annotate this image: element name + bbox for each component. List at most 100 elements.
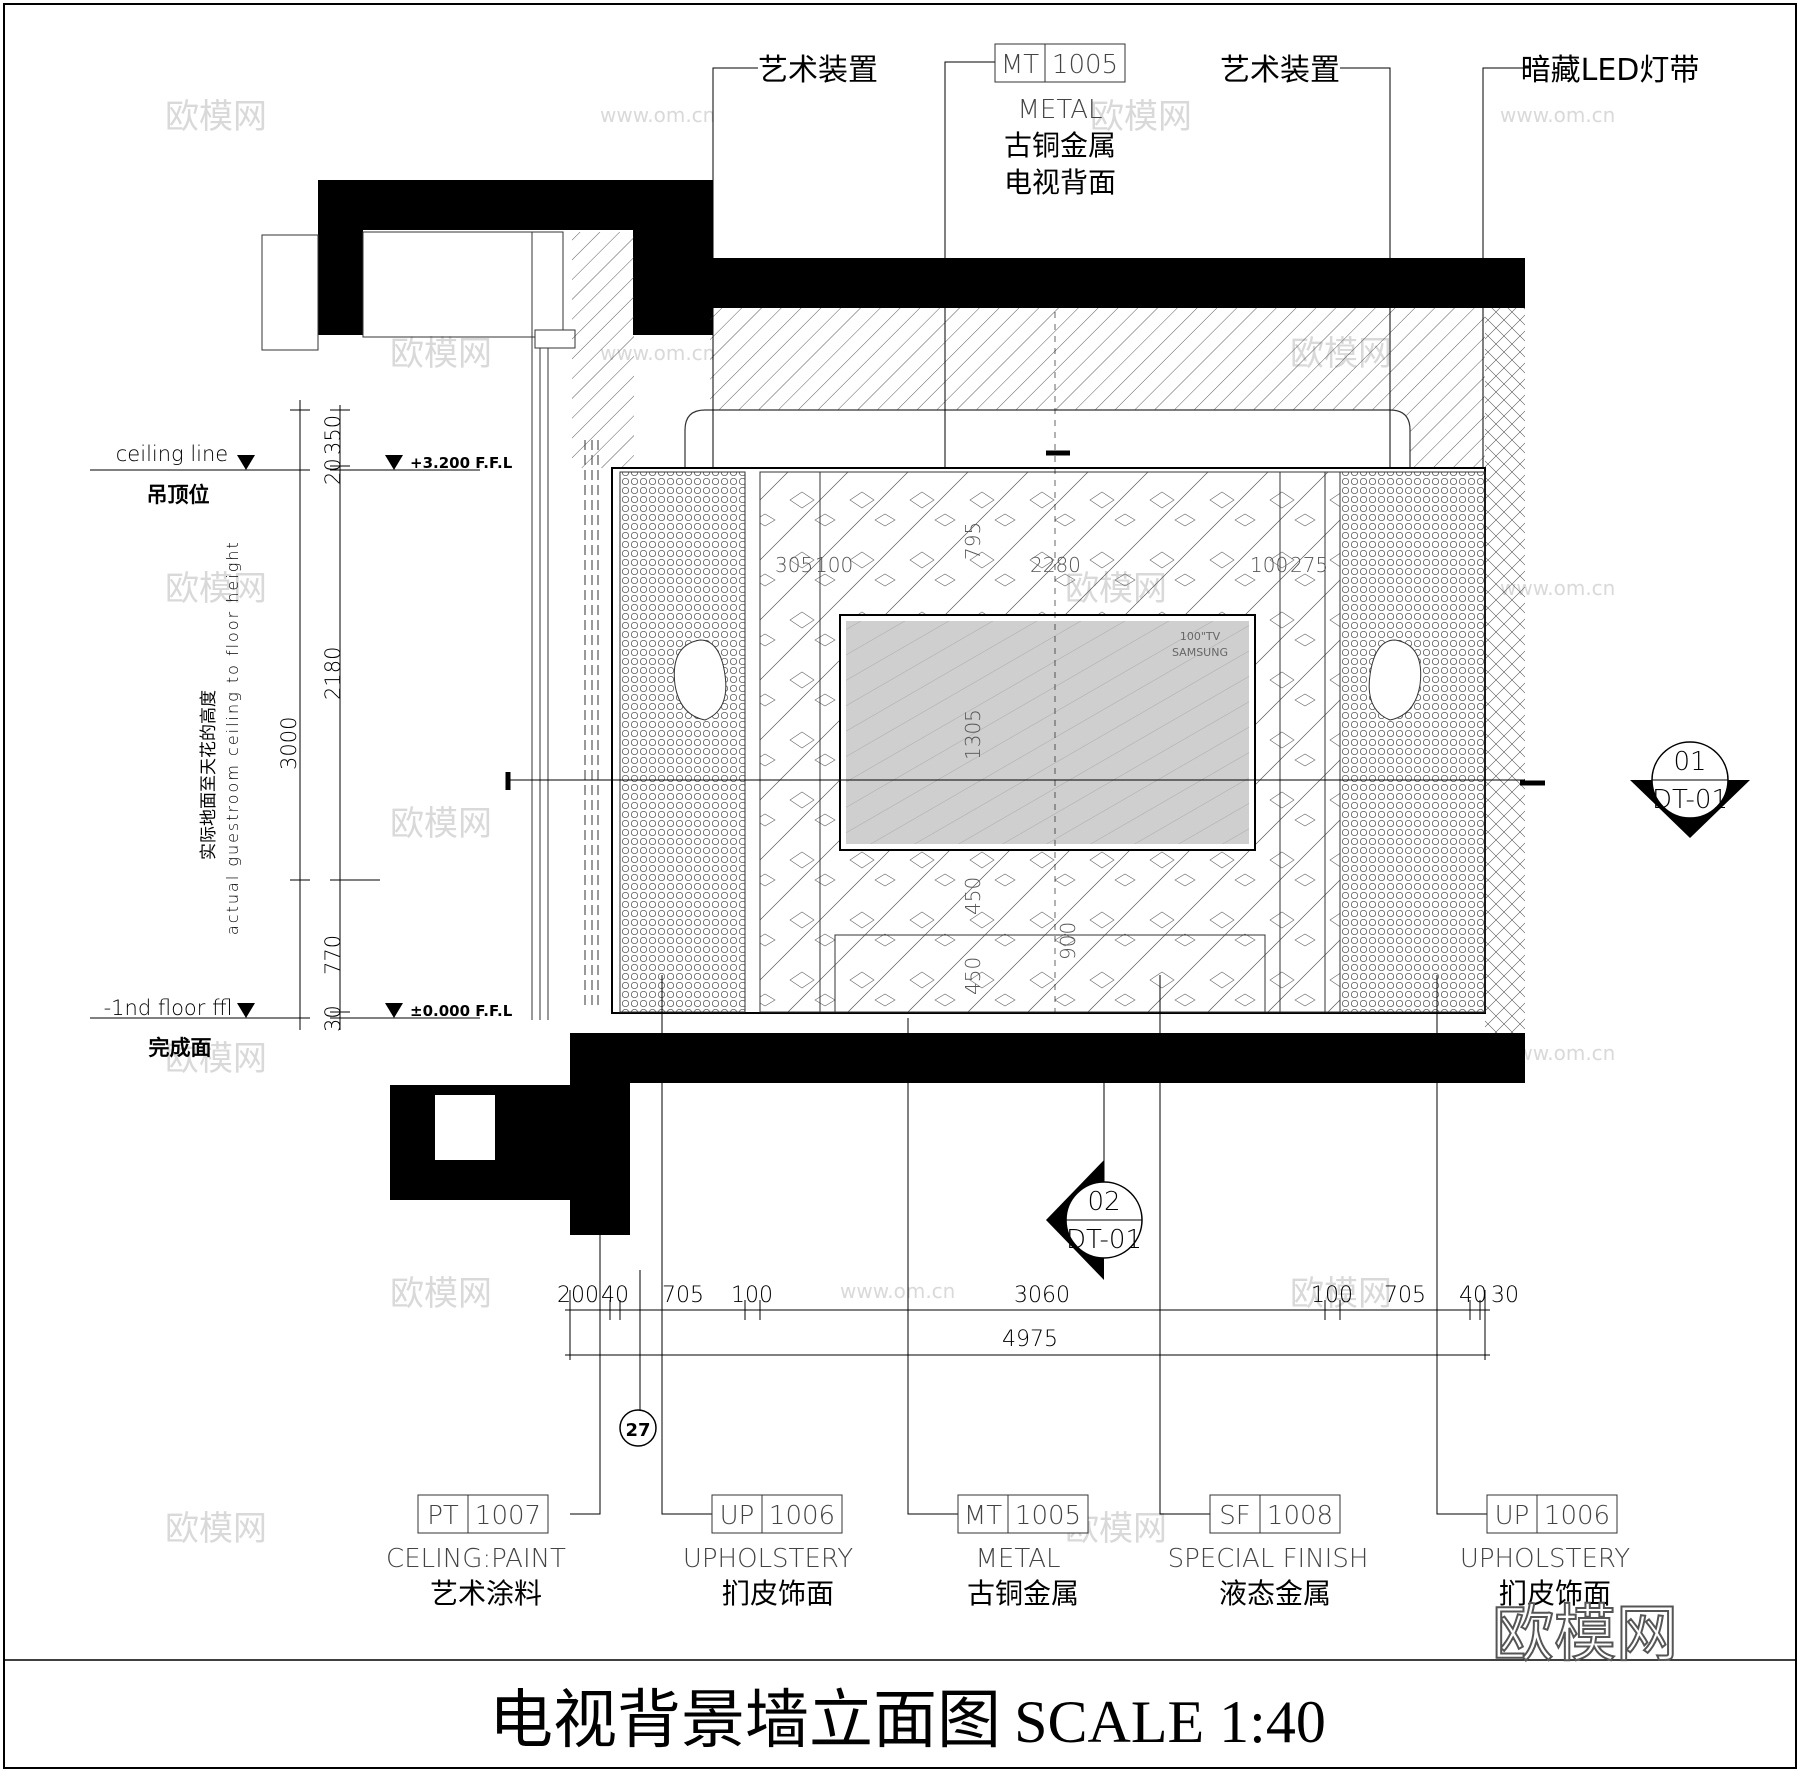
material-code: PT xyxy=(427,1501,459,1531)
section-num: 02 xyxy=(1087,1187,1120,1217)
watermark-text: 欧模网 xyxy=(390,804,492,844)
dim-label: 100 xyxy=(1311,1283,1353,1308)
watermark-url: www.om.cn xyxy=(840,1279,955,1303)
ceiling-ffl: +3.200 F.F.L xyxy=(410,454,513,472)
dim-label: 3060 xyxy=(1014,1283,1070,1308)
panel-frames xyxy=(744,471,1341,1013)
material-cn: 古铜金属 xyxy=(1004,129,1116,162)
dim-label: 450 xyxy=(961,957,985,995)
level-markers xyxy=(90,455,480,1019)
material-name: METAL xyxy=(1018,95,1103,125)
dim-label: 305 xyxy=(775,553,813,577)
right-wall-hatch xyxy=(1485,308,1525,1033)
callout-art-installation: 艺术装置 xyxy=(758,53,878,88)
dim-label: 1305 xyxy=(961,709,985,760)
material-code: MT xyxy=(1001,50,1039,80)
watermark-text: 欧模网 xyxy=(1090,97,1192,137)
material-code: UP xyxy=(1495,1501,1530,1531)
callout-metal-tv-back: MT 1005 METAL 古铜金属 电视背面 xyxy=(994,43,1126,199)
upholstery-panel-left xyxy=(619,471,746,1013)
dim-label: 705 xyxy=(662,1283,704,1308)
dim-label: 100 xyxy=(815,553,853,577)
vertical-dims: 350 20 2180 770 30 3000 xyxy=(277,415,345,1032)
material-number: 1008 xyxy=(1267,1501,1333,1531)
callout-mt-1005: MT 1005 METAL 古铜金属 xyxy=(957,1494,1089,1610)
section-ref: DT-01 xyxy=(1066,1225,1142,1255)
material-code: UP xyxy=(720,1501,755,1531)
material-cn: 扪皮饰面 xyxy=(722,1577,834,1610)
drawing-frame xyxy=(3,3,1797,1769)
material-name: UPHOLSTERY xyxy=(683,1544,853,1574)
dim-label: 40 xyxy=(1459,1283,1487,1308)
watermark-url: www.om.cn xyxy=(600,103,715,127)
height-label-cn: 实际地面至天花的高度 xyxy=(199,690,219,860)
drawing-title: 电视背景墙立面图 xyxy=(489,1684,1001,1758)
dim-label: 40 xyxy=(601,1283,629,1308)
vertical-dim-chain xyxy=(290,400,380,1030)
dim-label: 30 xyxy=(321,1005,345,1032)
material-number: 1006 xyxy=(769,1501,835,1531)
height-label-en: actual guestroom ceiling to floor height xyxy=(223,540,242,935)
callout-pt-1007: PT 1007 CELING:PAINT 艺术涂料 xyxy=(386,1494,566,1610)
ceiling-cn-label: 吊顶位 xyxy=(147,483,210,507)
watermark-text: 欧模网 xyxy=(165,569,267,609)
horizontal-dims: 200 40 705 100 3060 100 705 40 30 4975 xyxy=(557,1283,1519,1352)
callout-up-1006-left: UP 1006 UPHOLSTERY 扪皮饰面 xyxy=(683,1494,853,1610)
top-leaders xyxy=(712,61,1530,1012)
material-cn: 扪皮饰面 xyxy=(1499,1577,1611,1610)
art-installation-left xyxy=(673,639,727,721)
material-number: 1006 xyxy=(1544,1501,1610,1531)
material-code: SF xyxy=(1219,1501,1250,1531)
cove-recess xyxy=(684,409,1411,468)
material-cn: 电视背面 xyxy=(1004,166,1116,199)
art-installation-right xyxy=(1368,639,1422,721)
dim-label: 770 xyxy=(321,935,345,975)
material-number: 1007 xyxy=(475,1501,541,1531)
floor-cn-label: 完成面 xyxy=(149,1036,212,1060)
ceiling-hatch-left xyxy=(572,232,634,468)
dim-label: 450 xyxy=(961,877,985,915)
material-cn: 古铜金属 xyxy=(967,1577,1079,1610)
material-name: CELING:PAINT xyxy=(386,1544,566,1574)
ceiling-line-label: ceiling line xyxy=(116,442,228,466)
dim-label: 20 xyxy=(321,458,345,485)
callout-led-strip: 暗藏LED灯带 xyxy=(1521,53,1700,88)
dim-label: 350 xyxy=(321,415,345,455)
drawing-scale: SCALE 1:40 xyxy=(1014,1689,1326,1755)
bottom-leaders xyxy=(570,975,1487,1515)
material-name: SPECIAL FINISH xyxy=(1168,1544,1369,1574)
detail-ref-num: 27 xyxy=(625,1420,650,1441)
material-code: MT xyxy=(964,1501,1002,1531)
tv-brand: SAMSUNG xyxy=(1172,646,1228,659)
upholstery-panel-right xyxy=(1339,471,1486,1013)
section-marker-01: 01 DT-01 xyxy=(1630,741,1750,838)
material-number: 1005 xyxy=(1015,1501,1081,1531)
dim-label: 100 xyxy=(1250,553,1288,577)
tv-label: 100"TV xyxy=(1180,630,1221,643)
dim-label: 705 xyxy=(1384,1283,1426,1308)
dim-label: 30 xyxy=(1491,1283,1519,1308)
watermark-logo: 欧模网 xyxy=(1492,1597,1678,1670)
material-name: UPHOLSTERY xyxy=(1460,1544,1630,1574)
tv-glare xyxy=(846,621,1249,844)
dim-label: 3000 xyxy=(277,717,301,770)
watermark-text: 欧模网 xyxy=(165,1509,267,1549)
floor-ffl: ±0.000 F.F.L xyxy=(410,1002,513,1020)
section-ref: DT-01 xyxy=(1652,785,1728,815)
watermark-text: 欧模网 xyxy=(165,97,267,137)
horizontal-dim-chain xyxy=(565,1270,1490,1420)
material-number: 1005 xyxy=(1052,50,1118,80)
section-num: 01 xyxy=(1673,747,1706,777)
socket-void xyxy=(435,1095,495,1160)
watermark-text: 欧模网 xyxy=(1290,1274,1392,1314)
watermark-url: www.om.cn xyxy=(1500,103,1615,127)
dim-label: 2180 xyxy=(321,647,345,700)
material-cn: 液态金属 xyxy=(1219,1577,1331,1610)
inner-dimensions: 305 100 2280 100 275 795 1305 450 450 90… xyxy=(775,522,1328,995)
watermark-text: 欧模网 xyxy=(390,334,492,374)
total-dim-label: 4975 xyxy=(1002,1327,1058,1352)
dim-label: 2280 xyxy=(1030,553,1081,577)
section-marker-02: 02 DT-01 xyxy=(1046,1160,1143,1280)
dim-label: 275 xyxy=(1290,553,1328,577)
